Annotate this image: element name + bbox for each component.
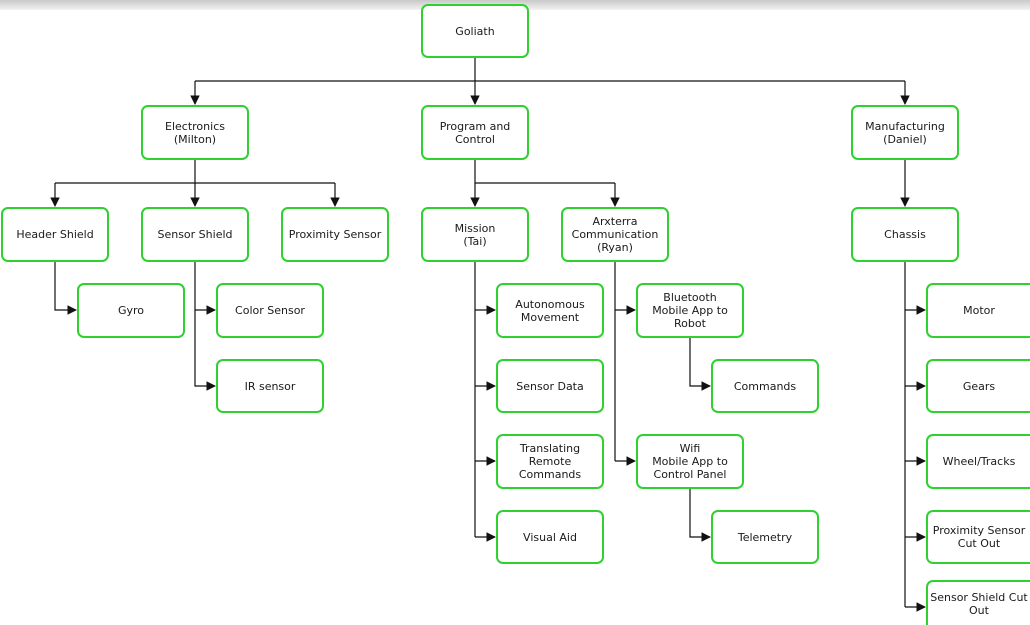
edge-sensor-ir (194, 310, 216, 391)
node-electronics: Electronics (Milton) (141, 105, 249, 160)
node-translating-remote-commands: Translating Remote Commands (496, 434, 604, 489)
node-bluetooth-mobile-app: Bluetooth Mobile App to Robot (636, 283, 744, 338)
edge-bluetooth-commands (689, 338, 711, 391)
node-telemetry: Telemetry (711, 510, 819, 564)
node-gyro: Gyro (77, 283, 185, 338)
node-gears: Gears (926, 359, 1030, 413)
node-motor: Motor (926, 283, 1030, 338)
node-mission: Mission (Tai) (421, 207, 529, 262)
node-color-sensor: Color Sensor (216, 283, 324, 338)
edge-sensor-color (194, 262, 216, 315)
node-visual-aid: Visual Aid (496, 510, 604, 564)
edge-header-gyro (54, 262, 77, 315)
node-goliath: Goliath (421, 4, 529, 58)
node-ir-sensor: IR sensor (216, 359, 324, 413)
node-sensor-shield-cut-out: Sensor Shield Cut Out (926, 580, 1030, 625)
edge-electronics-bus (55, 160, 335, 184)
node-sensor-data: Sensor Data (496, 359, 604, 413)
node-program-and-control: Program and Control (421, 105, 529, 160)
edge-program-bus (474, 160, 615, 184)
node-autonomous-movement: Autonomous Movement (496, 283, 604, 338)
node-commands: Commands (711, 359, 819, 413)
edge-root-bus (195, 57, 905, 82)
edge-wifi-telemetry (689, 489, 711, 542)
node-arxterra-communication: Arxterra Communication (Ryan) (561, 207, 669, 262)
node-header-shield: Header Shield (1, 207, 109, 262)
node-sensor-shield: Sensor Shield (141, 207, 249, 262)
node-chassis: Chassis (851, 207, 959, 262)
node-manufacturing: Manufacturing (Daniel) (851, 105, 959, 160)
node-wheel-tracks: Wheel/Tracks (926, 434, 1030, 489)
node-proximity-sensor-cut-out: Proximity Sensor Cut Out (926, 510, 1030, 564)
node-wifi-mobile-app: Wifi Mobile App to Control Panel (636, 434, 744, 489)
node-proximity-sensor: Proximity Sensor (281, 207, 389, 262)
